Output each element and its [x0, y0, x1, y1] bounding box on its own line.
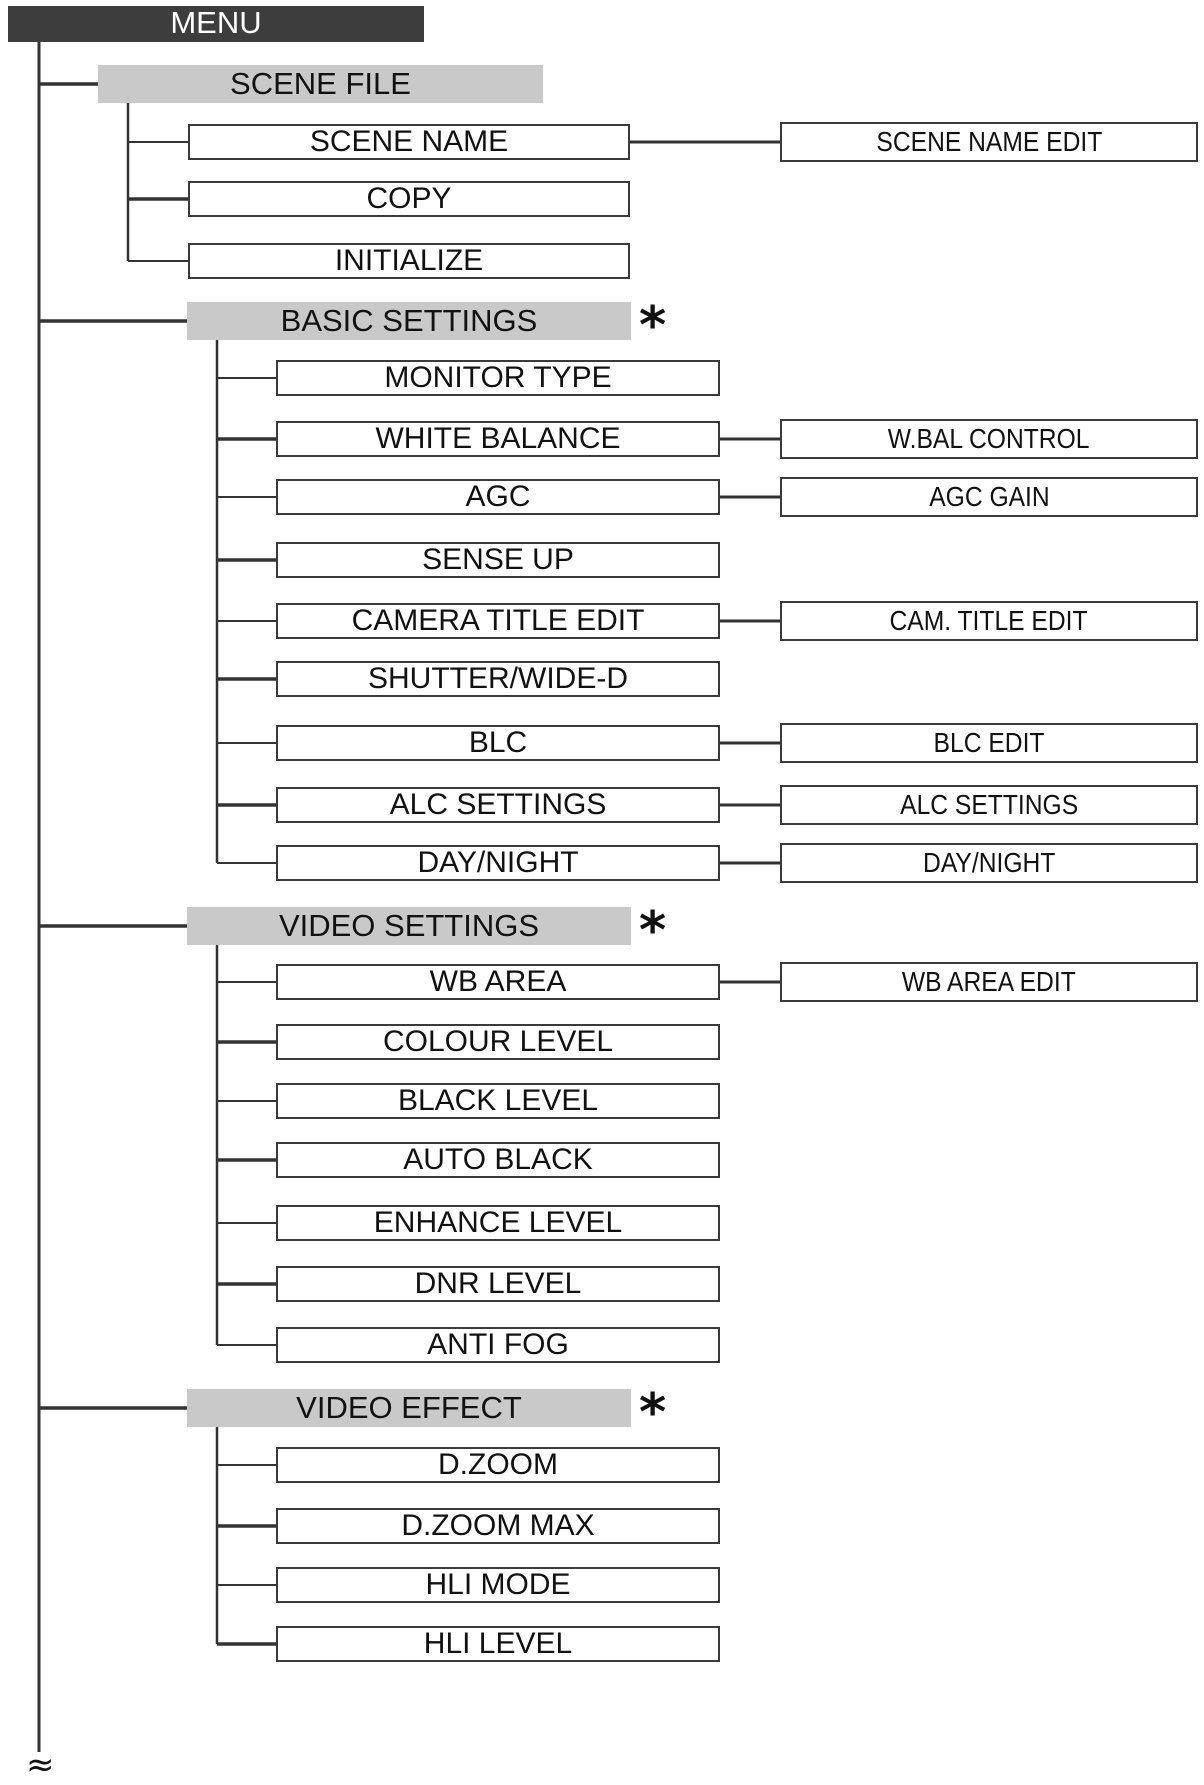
section-basic-settings: BASIC SETTINGS — [187, 302, 631, 340]
section-scene-file: SCENE FILE — [98, 65, 543, 103]
menu-header-label: MENU — [170, 5, 262, 40]
section-video-effect: VIDEO EFFECT — [187, 1389, 631, 1427]
item-auto-black-label: AUTO BLACK — [403, 1143, 593, 1176]
item-day-night: DAY/NIGHT — [276, 845, 720, 881]
item-monitor-type-label: MONITOR TYPE — [384, 361, 612, 394]
item-white-balance: WHITE BALANCE — [276, 421, 720, 457]
item-hli-level: HLI LEVEL — [276, 1626, 720, 1662]
subitem-scene-name-edit: SCENE NAME EDIT — [780, 122, 1198, 162]
item-enhance-level: ENHANCE LEVEL — [276, 1205, 720, 1241]
item-dnr-level-label: DNR LEVEL — [414, 1267, 582, 1300]
item-hli-mode: HLI MODE — [276, 1567, 720, 1603]
subitem-alc-settings-label: ALC SETTINGS — [899, 789, 1078, 820]
item-wb-area-label: WB AREA — [429, 965, 567, 998]
subitem-blc-edit: BLC EDIT — [780, 723, 1198, 763]
item-dnr-level: DNR LEVEL — [276, 1266, 720, 1302]
item-enhance-level-label: ENHANCE LEVEL — [373, 1206, 623, 1239]
item-shutter-wide-d: SHUTTER/WIDE-D — [276, 661, 720, 697]
item-hli-level-label: HLI LEVEL — [423, 1627, 573, 1660]
item-sense-up: SENSE UP — [276, 542, 720, 578]
item-colour-level-label: COLOUR LEVEL — [382, 1025, 614, 1058]
subitem-scene-name-edit-label: SCENE NAME EDIT — [876, 126, 1102, 157]
item-wb-area: WB AREA — [276, 964, 720, 1000]
item-black-level: BLACK LEVEL — [276, 1083, 720, 1119]
section-basic-settings-star-marker: * — [639, 296, 667, 356]
item-scene-name-label: SCENE NAME — [309, 125, 509, 158]
item-alc-settings: ALC SETTINGS — [276, 787, 720, 823]
item-copy-label: COPY — [366, 182, 452, 215]
item-d-zoom-label: D.ZOOM — [438, 1448, 558, 1481]
item-hli-mode-label: HLI MODE — [425, 1568, 571, 1601]
item-camera-title-edit: CAMERA TITLE EDIT — [276, 603, 720, 639]
section-video-settings-label: VIDEO SETTINGS — [278, 908, 540, 943]
subitem-w-bal-control-label: W.BAL CONTROL — [888, 423, 1090, 454]
item-alc-settings-label: ALC SETTINGS — [389, 788, 607, 821]
subitem-agc-gain: AGC GAIN — [780, 477, 1198, 517]
section-video-settings-star-marker: * — [639, 901, 667, 961]
item-shutter-wide-d-label: SHUTTER/WIDE-D — [368, 662, 628, 695]
item-white-balance-label: WHITE BALANCE — [375, 422, 621, 455]
item-agc-label: AGC — [465, 480, 531, 513]
item-d-zoom: D.ZOOM — [276, 1447, 720, 1483]
item-auto-black: AUTO BLACK — [276, 1142, 720, 1178]
item-anti-fog-label: ANTI FOG — [427, 1328, 569, 1361]
subitem-agc-gain-label: AGC GAIN — [928, 481, 1050, 512]
section-video-effect-star-marker: * — [639, 1383, 667, 1443]
item-copy: COPY — [188, 181, 630, 217]
item-d-zoom-max: D.ZOOM MAX — [276, 1508, 720, 1544]
subitem-wb-area-edit-label: WB AREA EDIT — [902, 966, 1076, 997]
item-initialize: INITIALIZE — [188, 243, 630, 279]
subitem-cam-title-edit-label: CAM. TITLE EDIT — [889, 605, 1089, 636]
continuation-mark: ≈ — [26, 1745, 55, 1785]
item-initialize-label: INITIALIZE — [334, 244, 484, 277]
subitem-cam-title-edit: CAM. TITLE EDIT — [780, 601, 1198, 641]
item-sense-up-label: SENSE UP — [422, 543, 574, 576]
item-scene-name: SCENE NAME — [188, 124, 630, 160]
section-video-effect-label: VIDEO EFFECT — [296, 1390, 522, 1425]
item-blc: BLC — [276, 725, 720, 761]
subitem-blc-edit-label: BLC EDIT — [933, 727, 1045, 758]
item-monitor-type: MONITOR TYPE — [276, 360, 720, 396]
subitem-day-night: DAY/NIGHT — [780, 843, 1198, 883]
subitem-alc-settings: ALC SETTINGS — [780, 785, 1198, 825]
item-black-level-label: BLACK LEVEL — [397, 1084, 599, 1117]
menu-header: MENU — [8, 5, 424, 42]
subitem-w-bal-control: W.BAL CONTROL — [780, 419, 1198, 459]
section-basic-settings-label: BASIC SETTINGS — [280, 303, 538, 338]
item-blc-label: BLC — [468, 726, 528, 759]
subitem-wb-area-edit: WB AREA EDIT — [780, 962, 1198, 1002]
section-scene-file-label: SCENE FILE — [230, 66, 411, 101]
item-anti-fog: ANTI FOG — [276, 1327, 720, 1363]
item-day-night-label: DAY/NIGHT — [417, 846, 579, 879]
subitem-day-night-label: DAY/NIGHT — [922, 847, 1056, 878]
item-d-zoom-max-label: D.ZOOM MAX — [401, 1509, 595, 1542]
section-video-settings: VIDEO SETTINGS — [187, 907, 631, 945]
item-camera-title-edit-label: CAMERA TITLE EDIT — [351, 604, 645, 637]
item-agc: AGC — [276, 479, 720, 515]
item-colour-level: COLOUR LEVEL — [276, 1024, 720, 1060]
